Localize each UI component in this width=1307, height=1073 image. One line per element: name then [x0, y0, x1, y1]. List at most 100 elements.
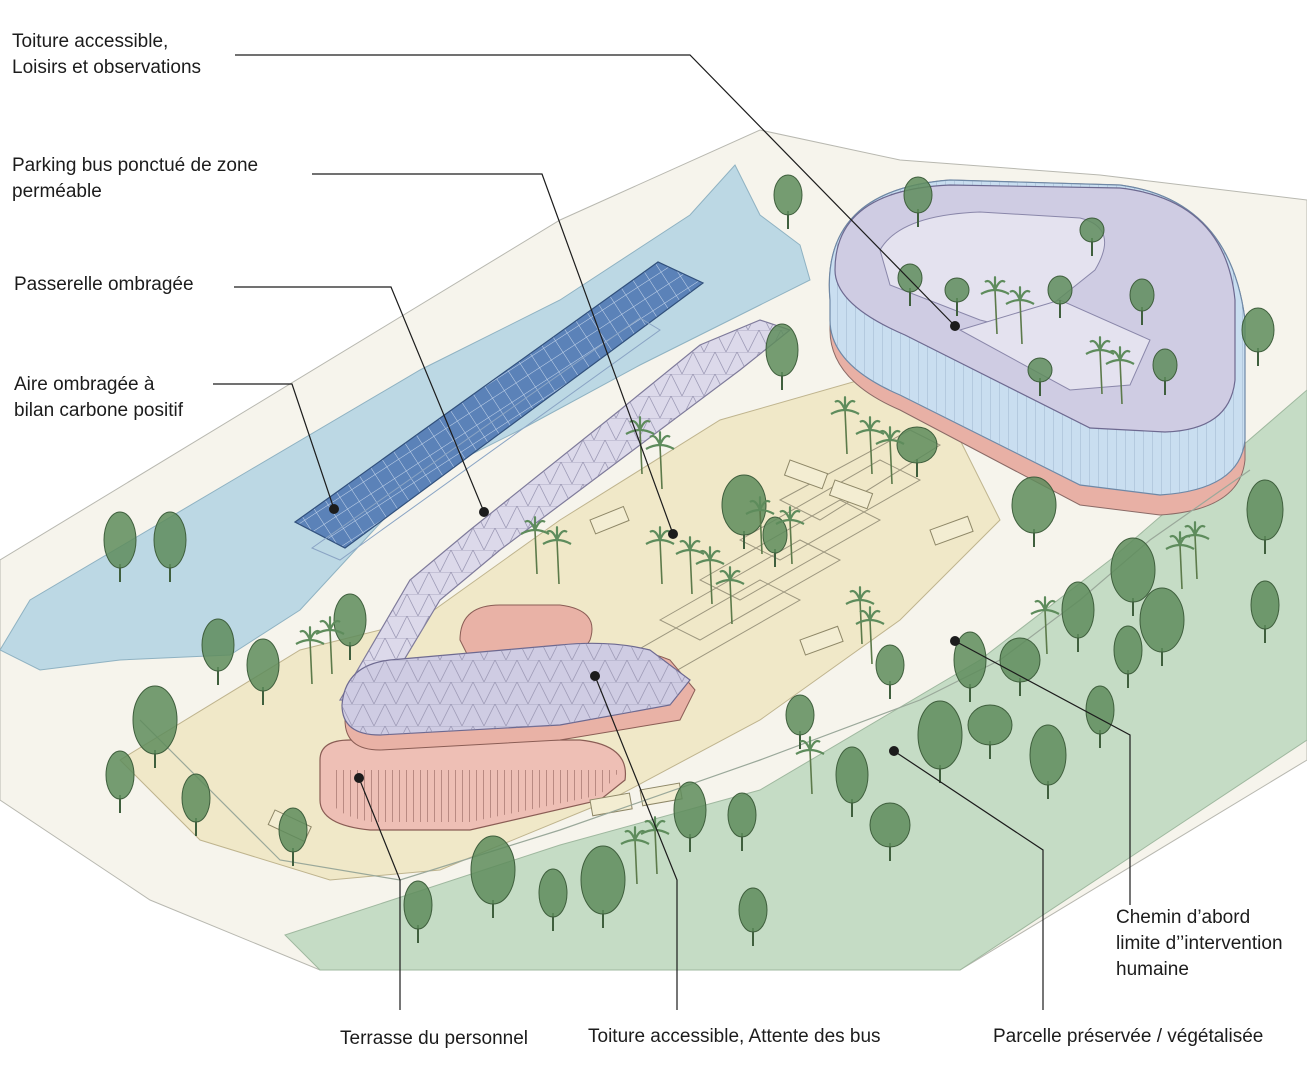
bus-icon	[799, 625, 844, 656]
callout-dot-icon	[950, 636, 960, 646]
label-staff-terrace: Terrasse du personnel	[340, 1026, 528, 1052]
tree-icon	[132, 685, 178, 768]
staff-terrace-building	[319, 604, 696, 831]
tree-icon	[727, 792, 757, 851]
palm-tree-icon	[795, 736, 825, 795]
palm-tree-icon	[855, 606, 885, 665]
label-line: Parcelle préservée / végétalisée	[993, 1026, 1264, 1047]
label-bus-parking: Parking bus ponctué de zone perméable	[12, 153, 258, 205]
callout-dot-icon	[889, 746, 899, 756]
tree-icon	[1152, 348, 1178, 395]
tree-icon	[538, 868, 568, 931]
leader-lines	[213, 54, 1131, 1010]
label-line: Toiture accessible,	[12, 31, 169, 52]
label-line: Passerelle ombragée	[14, 274, 194, 295]
callout-dots	[329, 321, 960, 783]
tree-icon	[765, 323, 799, 390]
tree-icon	[1027, 357, 1053, 396]
palm-tree-icon	[875, 426, 905, 485]
bus-icon	[589, 505, 630, 535]
palm-tree-icon	[745, 496, 775, 555]
label-line: Loisirs et observations	[12, 57, 202, 78]
tree-icon	[1113, 625, 1143, 688]
palm-tree-icon	[625, 416, 655, 475]
callout-dot-icon	[479, 507, 489, 517]
palm-tree-icon	[1005, 286, 1035, 345]
tree-icon	[1110, 537, 1156, 616]
label-line: bilan carbone positif	[14, 400, 183, 421]
palm-tree-icon	[645, 431, 675, 490]
tree-icon	[917, 700, 963, 783]
tree-icon	[897, 263, 923, 306]
tree-icon	[1011, 476, 1057, 547]
palm-tree-icon	[1180, 521, 1210, 580]
label-line: Terrasse du personnel	[340, 1028, 528, 1049]
label-line: Aire ombragée à	[14, 374, 155, 395]
tree-icon	[153, 511, 187, 582]
tree-icon	[875, 644, 905, 699]
tree-icon	[1079, 217, 1105, 256]
label-line: perméable	[12, 181, 102, 202]
callout-dot-icon	[590, 671, 600, 681]
tree-icon	[278, 807, 308, 866]
tree-icon	[903, 176, 933, 227]
tree-icon	[1129, 278, 1155, 325]
callout-dot-icon	[950, 321, 960, 331]
label-line: limite d’’intervention	[1116, 933, 1283, 954]
tree-icon	[1047, 275, 1073, 318]
palm-tree-icon	[620, 826, 650, 885]
callout-dot-icon	[668, 529, 678, 539]
palm-tree-icon	[520, 516, 550, 575]
palm-tree-icon	[775, 506, 805, 565]
solar-panel-roof	[293, 261, 705, 549]
tree-icon	[1139, 587, 1185, 666]
tree-icon	[246, 638, 280, 705]
palm-tree-icon	[830, 396, 860, 455]
label-boundary-path: Chemin d’abord limite d’’intervention hu…	[1116, 905, 1283, 983]
label-line: Chemin d’abord	[1116, 907, 1251, 928]
palm-tree-icon	[855, 416, 885, 475]
label-shaded-area: Aire ombragée à bilan carbone positif	[14, 372, 183, 424]
tree-icon	[835, 746, 869, 817]
tree-icon	[762, 516, 788, 567]
label-line: humaine	[1116, 959, 1189, 980]
tree-icon	[470, 835, 516, 918]
palm-tree-icon	[1085, 336, 1115, 395]
label-bus-waiting-roof: Toiture accessible, Attente des bus	[588, 1024, 881, 1050]
palm-tree-icon	[675, 536, 705, 595]
tree-icon	[403, 880, 433, 943]
tree-icon	[869, 802, 911, 861]
tree-icon	[953, 631, 987, 702]
tree-icon	[967, 704, 1013, 759]
palm-tree-icon	[1105, 346, 1135, 405]
tree-icon	[105, 750, 135, 813]
parked-buses	[267, 459, 974, 843]
tree-icon	[1246, 479, 1284, 554]
trees-group	[103, 174, 1284, 946]
label-shaded-walkway: Passerelle ombragée	[14, 272, 194, 298]
callout-dot-icon	[354, 773, 364, 783]
palm-tree-icon	[695, 546, 725, 605]
tree-icon	[896, 426, 938, 477]
tree-icon	[785, 694, 815, 749]
bus-icon	[783, 459, 829, 490]
palm-tree-icon	[542, 526, 572, 585]
tree-icon	[103, 511, 137, 582]
callout-dot-icon	[329, 504, 339, 514]
label-rooftop-leisure: Toiture accessible, Loisirs et observati…	[12, 29, 201, 81]
main-oval-building	[828, 179, 1246, 516]
bus-icon	[929, 515, 974, 546]
label-line: Parking bus ponctué de zone	[12, 155, 259, 176]
tree-icon	[773, 174, 803, 229]
canal-water	[0, 164, 811, 671]
tree-icon	[738, 887, 768, 946]
palm-tree-icon	[715, 566, 745, 625]
tree-icon	[944, 277, 970, 316]
palm-tree-icon	[1030, 596, 1060, 655]
tree-icon	[673, 781, 707, 852]
tree-icon	[201, 618, 235, 685]
tree-icon	[1061, 581, 1095, 652]
palm-tree-icon	[315, 616, 345, 675]
